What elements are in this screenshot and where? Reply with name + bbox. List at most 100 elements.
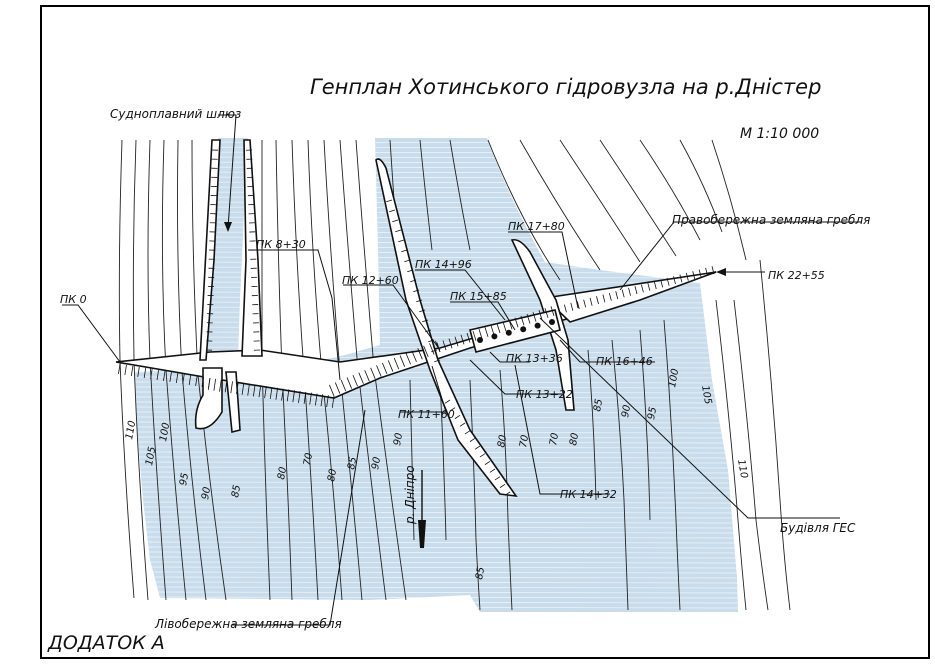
water-hatch-line	[134, 571, 738, 574]
hatch-tick	[236, 382, 239, 395]
hatch-tick	[182, 373, 185, 384]
hatch-tick	[118, 363, 121, 374]
hatch-tick	[364, 370, 370, 382]
water-hatch-line	[134, 541, 738, 544]
contour-value: 90	[392, 432, 405, 446]
hatch-tick	[673, 276, 676, 285]
water-hatch-line	[134, 456, 738, 459]
right-dam	[543, 271, 717, 323]
hatch-tick	[653, 281, 657, 290]
hatch-tick	[444, 399, 451, 404]
hatch-tick	[309, 392, 312, 405]
contour-line	[487, 139, 561, 281]
hatch-tick	[370, 367, 376, 380]
hatch-tick	[264, 386, 267, 399]
picket-label: ПК 22+55	[768, 269, 825, 282]
contour-line	[449, 139, 471, 251]
hatch-tick	[538, 310, 543, 320]
hatch-tick	[247, 383, 250, 396]
hatch-tick	[124, 364, 127, 375]
hatch-tick	[532, 311, 537, 322]
appendix-label: ДОДАТОК А	[47, 632, 165, 654]
hatch-tick	[399, 355, 406, 367]
hatch-tick	[201, 376, 204, 387]
hatch-tick	[641, 284, 644, 293]
hpp-label: Будівля ГЕС	[780, 521, 856, 535]
water-hatch-line	[134, 306, 738, 309]
hatch-tick	[504, 491, 511, 496]
contour-value: 85	[592, 398, 605, 412]
water-hatch-line	[134, 566, 738, 569]
hatch-tick	[484, 460, 491, 465]
picket-label: ПК 13+36	[506, 352, 563, 365]
picket-label: ПК 8+30	[256, 238, 306, 251]
water-hatch-line	[134, 336, 738, 339]
turbine-unit	[477, 337, 483, 343]
contour-line	[599, 139, 677, 257]
contour-line	[639, 329, 651, 521]
hatch-tick	[647, 282, 651, 291]
hatch-tick	[526, 313, 531, 324]
hatch-tick	[175, 372, 179, 383]
water-hatch-line	[134, 576, 738, 579]
hatch-tick	[275, 387, 279, 400]
dam-hatching	[118, 149, 715, 496]
hatch-tick	[298, 391, 301, 404]
hatch-tick	[679, 274, 683, 283]
water-hatch-line	[134, 481, 738, 484]
hatch-tick	[711, 266, 715, 275]
contour-value: 110	[124, 420, 138, 441]
hatch-tick	[464, 430, 471, 435]
water-hatch-line	[134, 551, 738, 554]
turbine-unit	[505, 329, 512, 336]
water-hatch-line	[134, 491, 738, 494]
water-hatch-line	[134, 486, 738, 489]
turbine-unit	[534, 322, 541, 329]
hatch-tick	[404, 259, 411, 263]
hatch-tick	[466, 332, 471, 343]
picket-label: ПК 14+96	[415, 258, 472, 271]
turbine-unit	[520, 326, 527, 333]
turbine-unit	[549, 319, 555, 325]
hatch-tick	[130, 365, 134, 376]
hatch-tick	[434, 359, 441, 363]
hatch-tick	[608, 292, 612, 301]
water-hatch-line	[134, 436, 738, 439]
hatch-tick	[219, 379, 222, 392]
hatch-tick	[292, 390, 295, 403]
callout-pk1496	[415, 269, 506, 321]
right-dam-label: Правобережна земляна гребля	[672, 213, 870, 227]
callout-pk1336	[489, 351, 530, 363]
hatch-tick	[150, 368, 153, 379]
hatch-tick	[410, 279, 417, 283]
hatch-tick	[163, 370, 166, 381]
hatch-tick	[685, 272, 689, 281]
scale-label: М 1:10 000	[740, 126, 819, 142]
water-hatch-line	[134, 476, 738, 479]
hatch-tick	[514, 317, 519, 328]
contour-line	[519, 139, 601, 271]
hatch-tick	[326, 395, 329, 408]
water-hatch-line	[134, 536, 738, 539]
contour-line	[711, 139, 747, 261]
hatch-tick	[281, 388, 284, 401]
contour-line	[499, 369, 513, 611]
water-hatch-line	[134, 556, 738, 559]
water-hatch-line	[134, 316, 738, 319]
contour-value: 70	[518, 434, 531, 448]
river-flow-arrow	[418, 470, 426, 548]
hatch-tick	[331, 395, 335, 408]
water-hatch-line	[134, 501, 738, 504]
hatch-tick	[334, 382, 341, 394]
water-hatch-line	[134, 311, 738, 314]
contour-value: 85	[474, 566, 487, 580]
picket-label: ПК 14+32	[560, 488, 617, 501]
hatch-tick	[269, 386, 273, 399]
water-hatch-line	[134, 301, 738, 304]
upstream-breakwater	[375, 158, 518, 498]
picket-label: ПК 11+60	[398, 408, 455, 421]
picket-label: ПК 13+22	[516, 388, 573, 401]
hatch-tick	[386, 199, 393, 203]
hatch-tick	[241, 382, 245, 395]
contour-line	[419, 139, 433, 251]
